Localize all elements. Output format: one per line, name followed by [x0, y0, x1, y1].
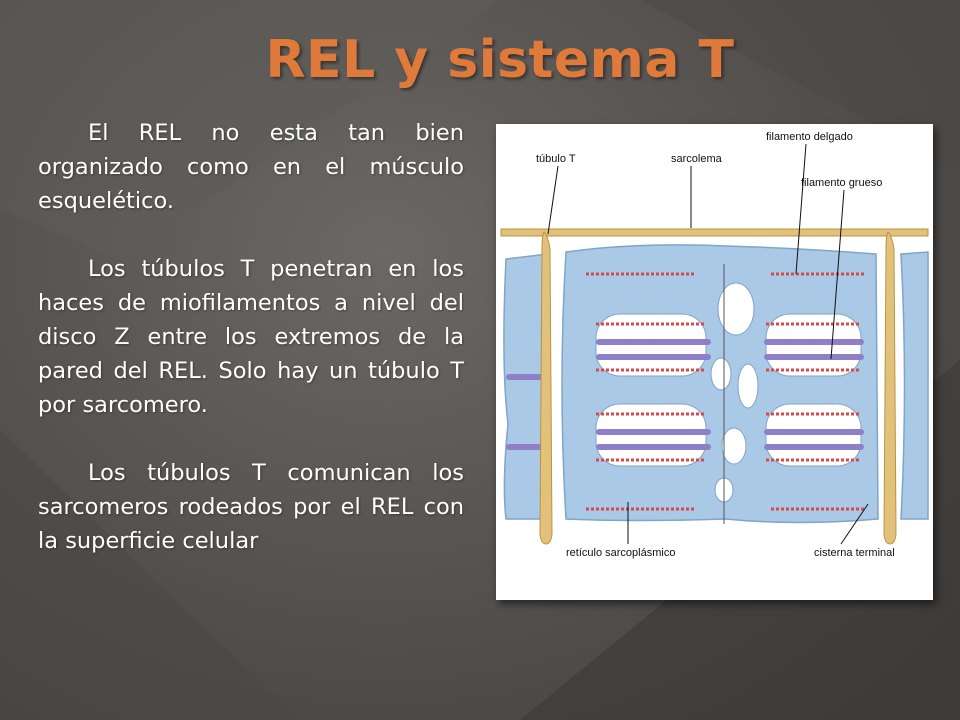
label-sarcolema: sarcolema	[671, 153, 723, 165]
label-filamento-delgado: filamento delgado	[766, 131, 853, 143]
label-reticulo: retículo sarcoplásmico	[566, 547, 675, 559]
thin-filaments	[586, 272, 866, 511]
slide-title: REL y sistema T	[265, 30, 735, 90]
label-filamento-grueso: filamento grueso	[801, 177, 882, 189]
leader-lines	[547, 143, 869, 545]
paragraph-1: El REL no esta tan bien organizado como …	[38, 120, 464, 214]
t-tubules	[500, 228, 929, 545]
paragraph-3: Los túbulos T comunican los sarcomeros r…	[38, 460, 464, 554]
sarcoplasmic-reticulum-diagram: túbulo T sarcolema filamento delgado fil…	[496, 124, 933, 600]
label-tubulo-t: túbulo T	[536, 153, 576, 165]
diagram-svg: túbulo T sarcolema filamento delgado fil…	[500, 131, 929, 559]
paragraph-2: Los túbulos T penetran en los haces de m…	[38, 256, 464, 418]
reticulum-network	[503, 244, 929, 524]
label-cisterna: cisterna terminal	[814, 547, 895, 559]
thick-filaments	[506, 339, 864, 450]
slide-body: El REL no esta tan bien organizado como …	[38, 116, 464, 592]
